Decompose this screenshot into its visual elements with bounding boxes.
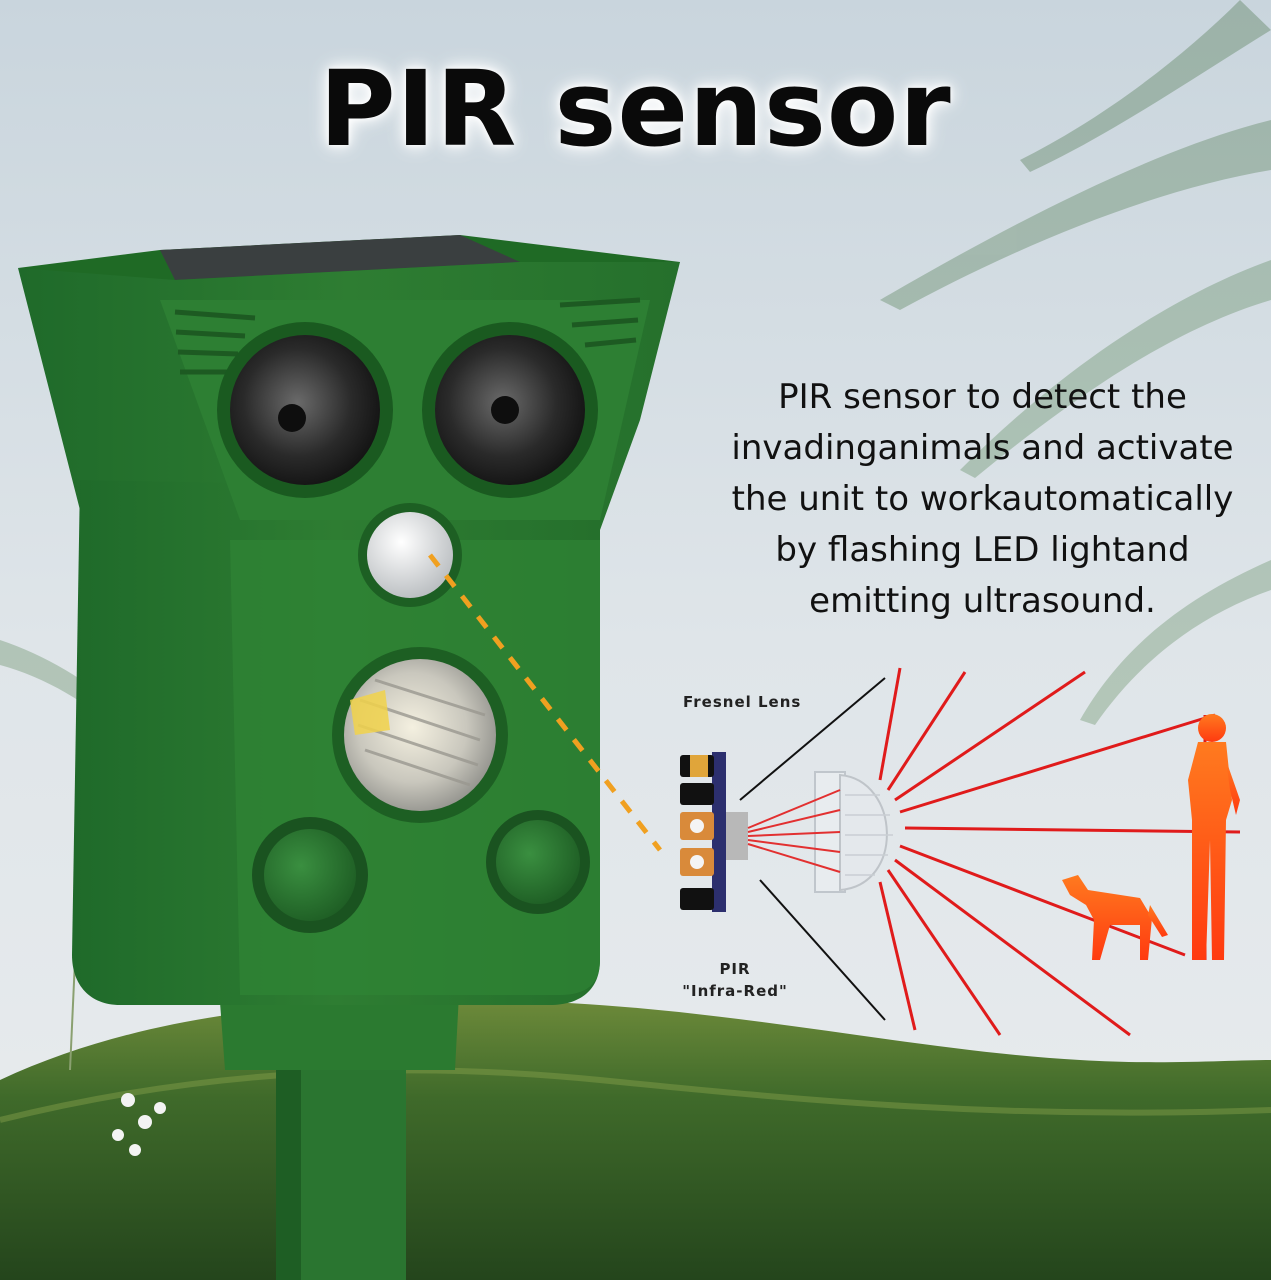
pir-circuit-board (680, 752, 748, 912)
description-line: emitting ultrasound. (809, 581, 1156, 621)
pir-label: PIR "Infra-Red" (660, 958, 810, 1002)
infrared-rays (878, 667, 1241, 1037)
description-line: PIR sensor to detect the (778, 377, 1187, 417)
dog-silhouette (1062, 875, 1168, 960)
fresnel-lens-label: Fresnel Lens (683, 693, 802, 711)
description-line: invadinganimals and activate (731, 428, 1234, 468)
led-light-lens (344, 659, 496, 811)
right-adjust-knob (496, 820, 580, 904)
pir-guide-line (428, 553, 662, 852)
repeller-device (18, 235, 680, 1005)
pir-label-line1: PIR (719, 960, 751, 978)
headline: PIR sensor (319, 48, 952, 170)
pir-label-line2: "Infra-Red" (682, 982, 788, 1000)
feature-description: PIR sensor to detect the invadinganimals… (700, 372, 1265, 627)
left-speaker-eye (230, 335, 380, 485)
description-line: by flashing LED lightand (775, 530, 1190, 570)
pir-sensor-dome (367, 512, 453, 598)
solar-panel (160, 235, 520, 280)
palm-leaves (0, 0, 1271, 768)
human-silhouette (1188, 714, 1240, 960)
pointer-lines (739, 677, 886, 1021)
description-line: the unit to workautomatically (731, 479, 1234, 519)
focused-rays (747, 789, 841, 873)
left-adjust-knob (264, 829, 356, 921)
white-flowers (69, 959, 166, 1156)
